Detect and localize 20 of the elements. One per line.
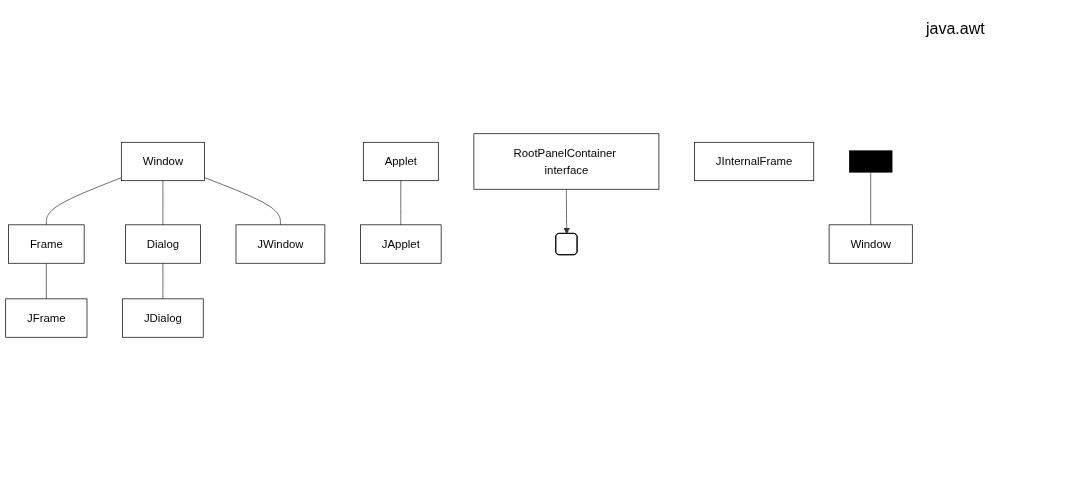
connector xyxy=(46,262,47,300)
node-box: JWindow xyxy=(235,224,326,264)
node-box: JDialog xyxy=(122,298,204,338)
connector xyxy=(162,180,164,226)
node-box: JApplet xyxy=(360,224,442,264)
node-bar xyxy=(849,150,893,173)
connector xyxy=(162,262,164,300)
node-box: Applet xyxy=(362,141,439,182)
node-box: Dialog xyxy=(125,224,201,264)
node-box: Frame xyxy=(8,224,85,264)
connector xyxy=(400,180,402,226)
connector xyxy=(204,177,281,226)
connector xyxy=(46,177,122,226)
connector xyxy=(870,171,872,226)
node-box: JFrame xyxy=(5,298,88,338)
package-label: java.awt xyxy=(926,20,986,38)
node-box: Window xyxy=(828,224,913,264)
node-box: RootPanelContainer interface xyxy=(473,133,660,190)
node-box: Window xyxy=(120,141,205,182)
node-box: JInternalFrame xyxy=(694,141,815,182)
